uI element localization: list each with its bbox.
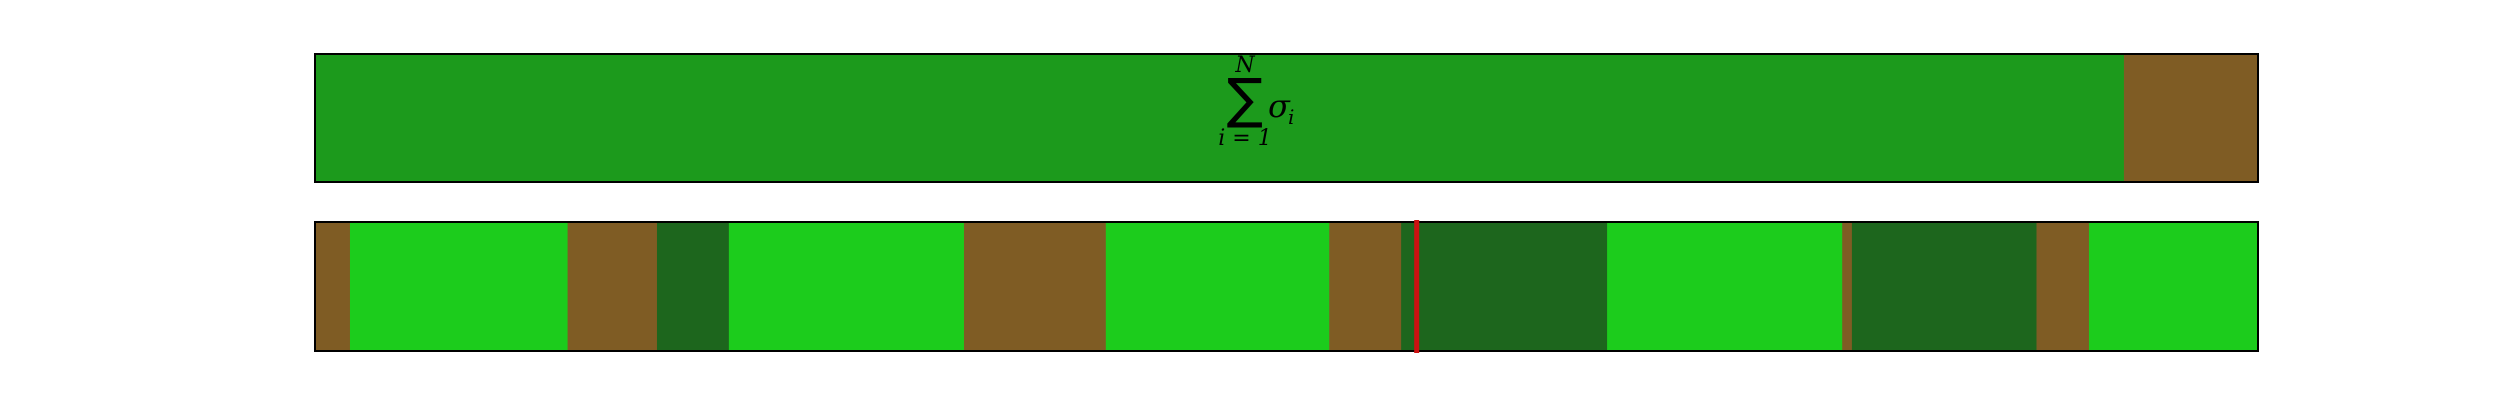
sum-term: σ [1268, 87, 1291, 125]
bottom-bar-segment-3 [567, 222, 658, 351]
bottom-bar-segment-10 [1607, 222, 1843, 351]
bottom-bar-segment-1 [315, 222, 351, 351]
sum-upper-limit: N [1234, 53, 1255, 78]
bottom-bar-segment-5 [728, 222, 965, 351]
bottom-bar-segment-14 [2088, 222, 2259, 351]
bottom-bar-frame [314, 221, 2259, 352]
sum-label: N ∑ i = 1 σ i [1218, 53, 1294, 151]
bottom-bar-segment-12 [1851, 222, 2038, 351]
bottom-bar-segment-7 [1105, 222, 1330, 351]
bottom-bar-segment-11 [1842, 222, 1853, 351]
top-bar-frame [314, 53, 2259, 183]
bottom-bar-segment-2 [349, 222, 569, 351]
top-bar-segment-2 [2123, 54, 2259, 182]
top-bar-segments [315, 54, 2259, 182]
bottom-bar-segment-6 [963, 222, 1107, 351]
bottom-bar-segment-8 [1329, 222, 1402, 351]
bottom-bar-segment-4 [656, 222, 730, 351]
bottom-bar-segments [315, 222, 2259, 351]
sum-operator: ∑ [1227, 67, 1263, 130]
bottom-bar [314, 220, 2259, 353]
bottom-bar-segment-9 [1401, 222, 1608, 351]
bottom-bar-segment-13 [2036, 222, 2090, 351]
top-bar: N ∑ i = 1 σ i [314, 53, 2259, 183]
sum-index: i = 1 [1218, 126, 1271, 151]
top-bar-segment-1 [315, 54, 2125, 182]
sum-term-subscript: i [1288, 105, 1294, 129]
